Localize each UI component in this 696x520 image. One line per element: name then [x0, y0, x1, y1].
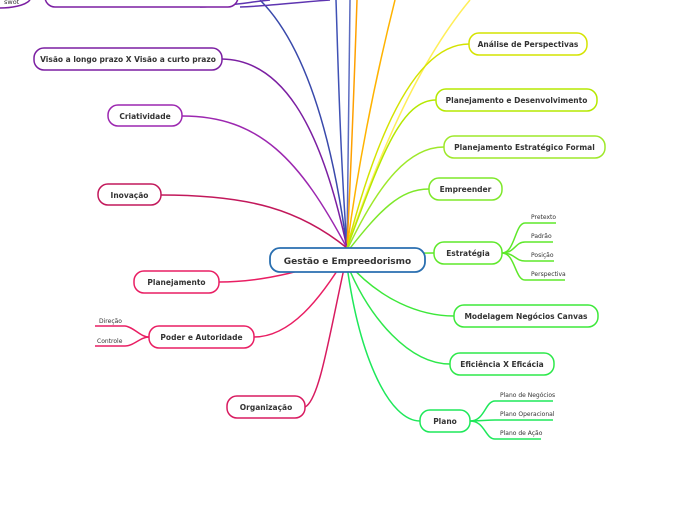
node-estrategia-label: Estratégia	[446, 249, 490, 258]
node-visao-label: Visão a longo prazo X Visão a curto praz…	[40, 55, 216, 64]
leaf-perspectiva[interactable]: Perspectiva	[531, 271, 566, 278]
node-poder[interactable]: Poder e Autoridade	[148, 325, 255, 349]
central-node[interactable]: Gestão e Empreedorismo	[269, 247, 426, 273]
node-planej-desenv-label: Planejamento e Desenvolvimento	[446, 96, 588, 105]
node-inovacao[interactable]: Inovação	[97, 183, 162, 206]
leaf-direcao[interactable]: Direção	[99, 318, 122, 325]
node-modelagem-label: Modelagem Negócios Canvas	[464, 312, 588, 321]
cropped-leaf-swot: swot	[4, 0, 20, 6]
node-plano[interactable]: Plano	[419, 409, 471, 433]
leaf-pretexto[interactable]: Pretexto	[531, 214, 556, 221]
node-inovacao-label: Inovação	[111, 191, 149, 200]
node-eficiencia[interactable]: Eficiência X Eficácia	[449, 352, 555, 376]
node-poder-label: Poder e Autoridade	[160, 333, 242, 342]
node-plano-label: Plano	[433, 417, 457, 426]
node-criatividade-label: Criatividade	[119, 112, 170, 121]
node-planej-estrat-label: Planejamento Estratégico Formal	[454, 143, 595, 152]
node-organizacao-label: Organização	[240, 403, 293, 412]
node-analise-label: Análise de Perspectivas	[478, 40, 579, 49]
node-eficiencia-label: Eficiência X Eficácia	[460, 360, 543, 369]
leaf-plano-acao[interactable]: Plano de Ação	[500, 430, 543, 437]
central-node-label: Gestão e Empreedorismo	[284, 257, 411, 267]
node-criatividade[interactable]: Criatividade	[107, 104, 183, 127]
cropped-top-connectors	[0, 0, 471, 249]
leaf-controle[interactable]: Controle	[97, 338, 123, 345]
leaf-posicao[interactable]: Posição	[531, 252, 554, 259]
node-modelagem[interactable]: Modelagem Negócios Canvas	[453, 304, 599, 328]
leaf-padrao[interactable]: Padrão	[531, 233, 552, 240]
node-organizacao[interactable]: Organização	[226, 395, 306, 419]
node-estrategia[interactable]: Estratégia	[433, 241, 503, 265]
cropped-top-node[interactable]	[44, 0, 239, 8]
node-planej-estrat[interactable]: Planejamento Estratégico Formal	[443, 135, 606, 159]
leaf-plano-operacional[interactable]: Plano Operacional	[500, 411, 555, 418]
node-visao[interactable]: Visão a longo prazo X Visão a curto praz…	[33, 47, 223, 71]
node-analise[interactable]: Análise de Perspectivas	[468, 32, 588, 56]
leaf-plano-negocios[interactable]: Plano de Negócios	[500, 392, 555, 399]
node-empreender-label: Empreender	[440, 185, 492, 194]
node-empreender[interactable]: Empreender	[428, 177, 503, 201]
node-planejamento[interactable]: Planejamento	[133, 270, 220, 294]
node-planej-desenv[interactable]: Planejamento e Desenvolvimento	[435, 88, 598, 112]
node-planejamento-label: Planejamento	[147, 278, 205, 287]
